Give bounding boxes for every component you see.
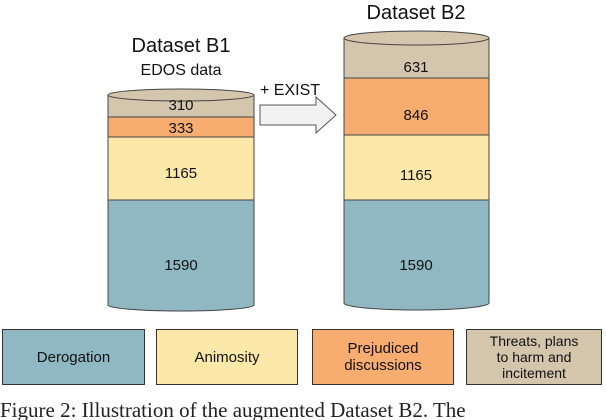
arrow-label: + EXIST xyxy=(260,82,320,99)
legend-threats: Threats, plans to harm and incitement xyxy=(466,329,602,385)
legend-threats-label: Threats, plans to harm and incitement xyxy=(489,333,579,381)
b2-derogation-value: 1590 xyxy=(399,257,432,274)
b2-animosity-segment xyxy=(343,134,490,201)
dataset-b1-subtitle: EDOS data xyxy=(141,62,222,79)
b2-prejudiced-segment xyxy=(343,77,490,136)
b2-top-cap xyxy=(343,30,490,46)
figure-caption: Figure 2: Illustration of the augmented … xyxy=(0,398,466,420)
b2-prejudiced-value: 846 xyxy=(403,107,428,124)
legend-prejudiced: Prejudiced discussions xyxy=(312,329,454,385)
dataset-b1-title: Dataset B1 xyxy=(132,35,231,57)
dataset-b2-cylinder: 631 846 1165 1590 xyxy=(343,30,490,311)
b2-animosity-value: 1165 xyxy=(400,167,432,184)
b2-derogation-cover xyxy=(344,200,489,303)
b1-top-cap xyxy=(107,88,255,102)
b1-animosity-value: 1165 xyxy=(165,165,197,182)
dataset-b2-title: Dataset B2 xyxy=(367,2,466,24)
legend-animosity-label: Animosity xyxy=(194,348,260,366)
right-arrow-icon xyxy=(259,95,337,135)
legend-prejudiced-label: Prejudiced discussions xyxy=(344,340,422,374)
legend-derogation: Derogation xyxy=(2,329,145,385)
b1-derogation-value: 1590 xyxy=(164,257,197,274)
dataset-b1-cylinder: 310 333 1165 1590 xyxy=(107,88,255,312)
b2-threats-value: 631 xyxy=(403,59,428,76)
legend-animosity: Animosity xyxy=(156,329,298,385)
b1-derogation-cover xyxy=(108,200,254,305)
legend-derogation-label: Derogation xyxy=(36,348,111,366)
b1-prejudiced-value: 333 xyxy=(168,120,193,137)
diagram-canvas: Dataset B1 EDOS data Dataset B2 310 333 … xyxy=(107,2,490,312)
b1-threats-value: 310 xyxy=(168,97,193,114)
